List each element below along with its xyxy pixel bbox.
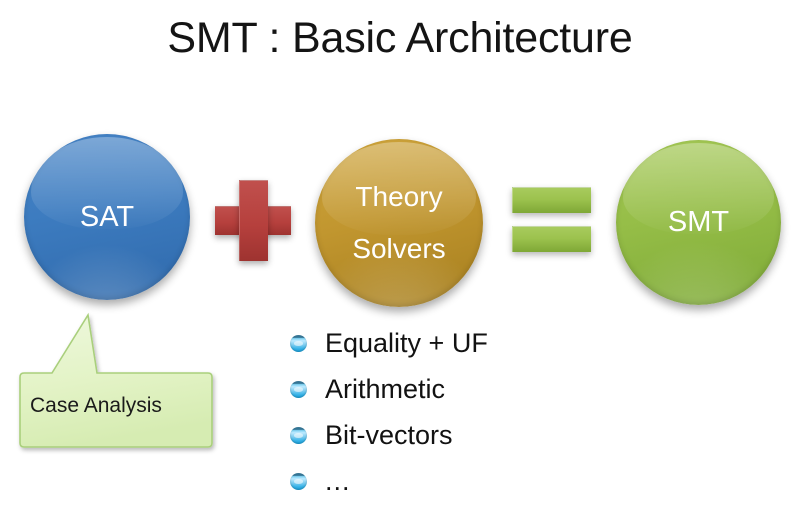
plus-operator-icon [215,180,291,261]
list-item-label: Arithmetic [325,374,446,404]
callout-label: Case Analysis [30,394,162,417]
node-sat-label: SAT [79,200,135,233]
page-title: SMT : Basic Architecture [167,14,633,62]
plus-vertical-bar [239,180,268,261]
node-smt[interactable]: SMT [616,140,781,305]
node-theory-solvers[interactable]: Theory Solvers [315,139,483,307]
node-theory-solvers-label: Theory Solvers [352,181,446,264]
bullet-sphere-icon [290,472,307,490]
callout-case-analysis[interactable]: Case Analysis [0,305,240,460]
bullet-sphere-icon [290,380,307,398]
list-item[interactable]: ... [290,458,620,504]
node-smt-label: SMT [667,206,730,238]
list-item[interactable]: Arithmetic [290,366,620,412]
list-item[interactable]: Bit-vectors [290,412,620,458]
equals-bottom-bar [512,226,591,252]
list-item-label: Bit-vectors [325,420,453,450]
bullet-sphere-icon [290,426,307,444]
list-item[interactable]: Equality + UF [290,320,620,366]
theory-list: Equality + UF Arithmetic Bit-vectors ... [290,320,620,504]
bullet-sphere-icon [290,334,307,352]
equals-operator-icon [512,187,591,252]
equals-top-bar [512,187,591,213]
list-item-label: Equality + UF [325,328,488,358]
callout-shape [19,312,213,448]
node-sat[interactable]: SAT [24,134,190,300]
list-item-label: ... [325,466,351,496]
